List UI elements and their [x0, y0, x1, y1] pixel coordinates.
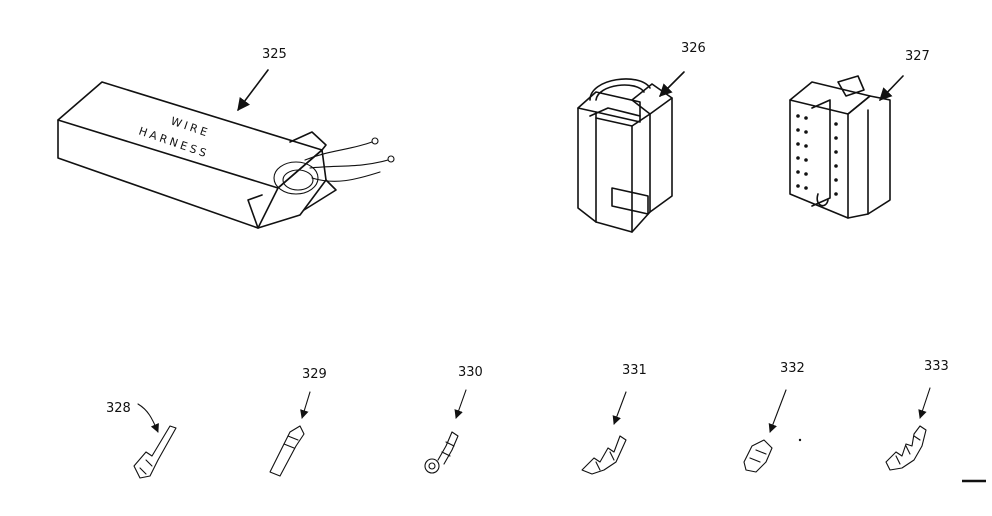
- part-330-label: 330: [458, 365, 483, 380]
- part-327-label: 327: [905, 49, 930, 64]
- part-333-label: 333: [924, 359, 949, 374]
- part-329-arrow: [300, 391, 311, 419]
- wire-lead: [309, 159, 389, 169]
- housing-join: [631, 113, 651, 127]
- part-328-label: 328: [106, 401, 131, 416]
- terminal-barrel: [437, 431, 459, 465]
- terminal-crimp: [441, 441, 455, 457]
- part-332-label: 332: [780, 361, 805, 376]
- wire-terminal: [387, 155, 395, 163]
- latch-loop-inner: [595, 84, 645, 101]
- box-flap-lower: [247, 194, 263, 229]
- housing-side: [847, 95, 891, 219]
- terminal-body: [269, 425, 305, 477]
- terminal-crimp: [895, 435, 921, 465]
- housing-latch: [837, 75, 865, 97]
- terminal-body: [133, 425, 177, 479]
- housing-top-left: [577, 91, 641, 123]
- terminal-crimp: [595, 451, 615, 471]
- housing-clip: [816, 193, 829, 207]
- housing-edge: [589, 107, 641, 117]
- housing-base: [631, 211, 651, 233]
- wire-coil-inner: [282, 169, 314, 191]
- housing-left-side: [577, 107, 597, 223]
- part-328-arrow: [137, 403, 159, 433]
- part-333-terminal: 333: [885, 359, 949, 471]
- wire-terminal: [371, 137, 379, 145]
- housing-front: [789, 99, 849, 219]
- box-flap: [289, 131, 327, 151]
- box-flap-side: [303, 179, 337, 211]
- part-331-arrow: [612, 391, 627, 425]
- part-327-connector-housing: 327: [789, 49, 930, 219]
- part-330-ring-terminal: 330: [424, 365, 483, 474]
- terminal-crimp: [283, 435, 299, 449]
- part-329-terminal: 329: [269, 367, 327, 477]
- wire-lead: [311, 171, 381, 182]
- terminal-ring-hole: [428, 462, 436, 470]
- wire-coil: [273, 161, 319, 195]
- part-326-connector-housing: 326: [577, 41, 706, 233]
- terminal-crimp: [749, 449, 767, 463]
- pin-holes: [796, 114, 838, 196]
- box-front-face: [57, 119, 279, 229]
- part-325-arrow: [237, 69, 269, 112]
- terminal-body: [743, 439, 773, 473]
- part-329-label: 329: [302, 367, 327, 382]
- part-325-label: 325: [262, 47, 287, 62]
- part-331-label: 331: [622, 363, 647, 378]
- part-327-arrow: [879, 75, 904, 101]
- speck: [798, 438, 802, 442]
- part-332-arrow: [768, 389, 787, 433]
- terminal-body: [885, 425, 927, 471]
- latch-loop: [589, 78, 651, 101]
- wire-lead: [304, 141, 373, 161]
- part-333-arrow: [918, 387, 931, 419]
- part-328-terminal: 328: [106, 401, 177, 479]
- housing-channel: [811, 99, 831, 207]
- housing-right-side: [649, 97, 673, 213]
- part-326-label: 326: [681, 41, 706, 56]
- housing-step: [611, 187, 649, 215]
- part-325-wire-harness: 325 WIRE HARNESS: [57, 47, 395, 229]
- part-331-terminal: 331: [581, 363, 647, 475]
- housing-top-right: [631, 83, 673, 115]
- part-332-terminal: 332: [743, 361, 805, 473]
- terminal-ring: [424, 458, 440, 474]
- housing-front: [595, 117, 633, 233]
- terminal-crimp: [139, 459, 153, 475]
- terminal-body: [581, 435, 627, 475]
- part-330-arrow: [454, 389, 467, 419]
